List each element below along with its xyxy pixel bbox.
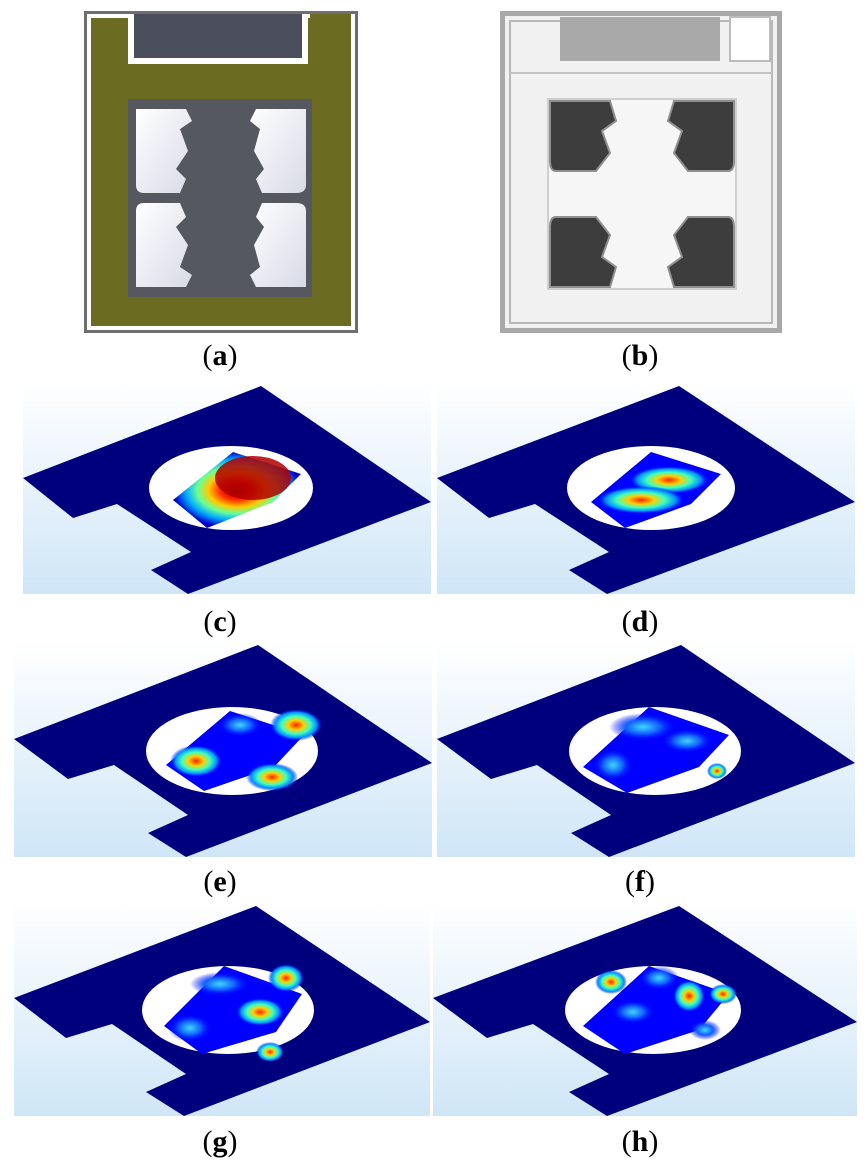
- caption-a: (a): [202, 339, 238, 372]
- caption-d: (d): [621, 605, 659, 638]
- caption-e: (e): [203, 865, 237, 898]
- caption-f-letter: f: [635, 865, 645, 898]
- caption-e-letter: e: [213, 865, 227, 898]
- panel-f-mode-shape: [437, 641, 855, 857]
- caption-c-letter: c: [213, 605, 227, 638]
- caption-h: (h): [621, 1125, 659, 1158]
- caption-g: (g): [202, 1125, 238, 1158]
- panel-b-micrograph: [500, 11, 782, 333]
- panel-g-mode-shape: [14, 902, 430, 1116]
- caption-d-letter: d: [631, 605, 649, 638]
- caption-b-letter: b: [631, 339, 649, 372]
- panel-a-layout: [84, 11, 358, 333]
- caption-g-letter: g: [212, 1125, 228, 1158]
- panel-c-mode-shape: [23, 382, 431, 594]
- caption-h-letter: h: [631, 1125, 649, 1158]
- caption-f: (f): [625, 865, 655, 898]
- caption-a-letter: a: [212, 339, 228, 372]
- panel-d-mode-shape: [437, 382, 855, 594]
- panel-e-mode-shape: [14, 641, 432, 857]
- caption-c: (c): [203, 605, 237, 638]
- caption-b: (b): [621, 339, 659, 372]
- panel-h-mode-shape: [433, 902, 857, 1116]
